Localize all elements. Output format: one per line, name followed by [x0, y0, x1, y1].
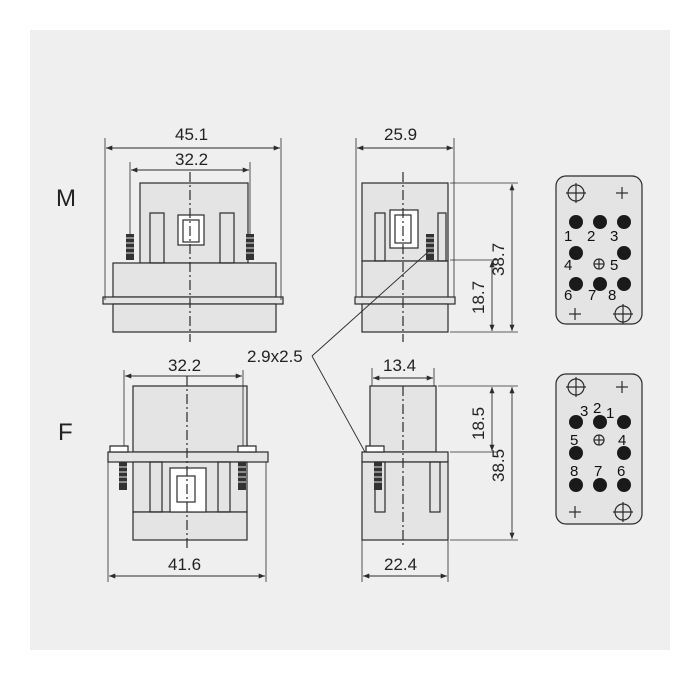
m-pin-dot-8 [617, 277, 631, 291]
f-pin-5: 5 [570, 432, 578, 449]
f-pin-dot-4 [617, 446, 631, 460]
f-pin-dot-3 [569, 415, 583, 429]
dim-f-front-pitch: 32.2 [168, 356, 201, 375]
dim-m-side-height-total: 38.7 [489, 243, 508, 276]
m-pin-dot-5 [617, 246, 631, 260]
f-pin-dot-6 [617, 478, 631, 492]
m-pin-dot-1 [569, 215, 583, 229]
f-pin-7: 7 [594, 463, 602, 480]
m-pin-1: 1 [564, 228, 572, 245]
dim-f-side-width-top: 13.4 [383, 356, 416, 375]
f-pin-6: 6 [617, 463, 625, 480]
f-pin-dot-8 [569, 478, 583, 492]
f-pin-layout [555, 373, 643, 525]
m-pin-dot-4 [569, 246, 583, 260]
f-pin-1: 1 [606, 405, 614, 422]
m-pin-dot-7 [593, 277, 607, 291]
f-pin-4: 4 [618, 432, 626, 449]
m-front-view [102, 138, 284, 342]
m-pin-3: 3 [610, 228, 618, 245]
dim-f-front-width: 41.6 [168, 555, 201, 574]
dim-m-front-width: 45.1 [175, 125, 208, 144]
f-pin-3: 3 [580, 403, 588, 420]
dim-m-side-width: 25.9 [384, 125, 417, 144]
m-pin-8: 8 [608, 287, 616, 304]
f-pin-dot-5 [569, 446, 583, 460]
m-pin-6: 6 [564, 287, 572, 304]
m-pin-dot-6 [569, 277, 583, 291]
dim-f-side-height-upper: 18.5 [469, 407, 488, 440]
male-label: M [56, 185, 76, 212]
m-pin-7: 7 [588, 287, 596, 304]
f-pin-2: 2 [593, 400, 601, 417]
f-pin-dot-7 [593, 478, 607, 492]
f-front-view [107, 370, 269, 582]
dim-f-side-width-bottom: 22.4 [384, 555, 417, 574]
m-pin-5: 5 [610, 257, 618, 274]
dim-m-side-height-lower: 18.7 [469, 281, 488, 314]
screw-callout: 2.9x2.5 [247, 347, 303, 366]
dim-f-side-height-total: 38.5 [489, 449, 508, 482]
female-label: F [58, 419, 73, 446]
drawing-background [30, 30, 670, 650]
m-pin-2: 2 [587, 228, 595, 245]
dim-m-front-pitch: 32.2 [175, 150, 208, 169]
f-pin-dot-1 [617, 415, 631, 429]
m-side-view [354, 138, 518, 342]
m-pin-4: 4 [564, 257, 572, 274]
m-pin-layout [555, 175, 643, 325]
f-pin-8: 8 [570, 463, 578, 480]
m-pin-dot-3 [617, 215, 631, 229]
f-side-view [361, 368, 518, 582]
f-pin-dot-2 [593, 415, 607, 429]
m-pin-dot-2 [593, 215, 607, 229]
